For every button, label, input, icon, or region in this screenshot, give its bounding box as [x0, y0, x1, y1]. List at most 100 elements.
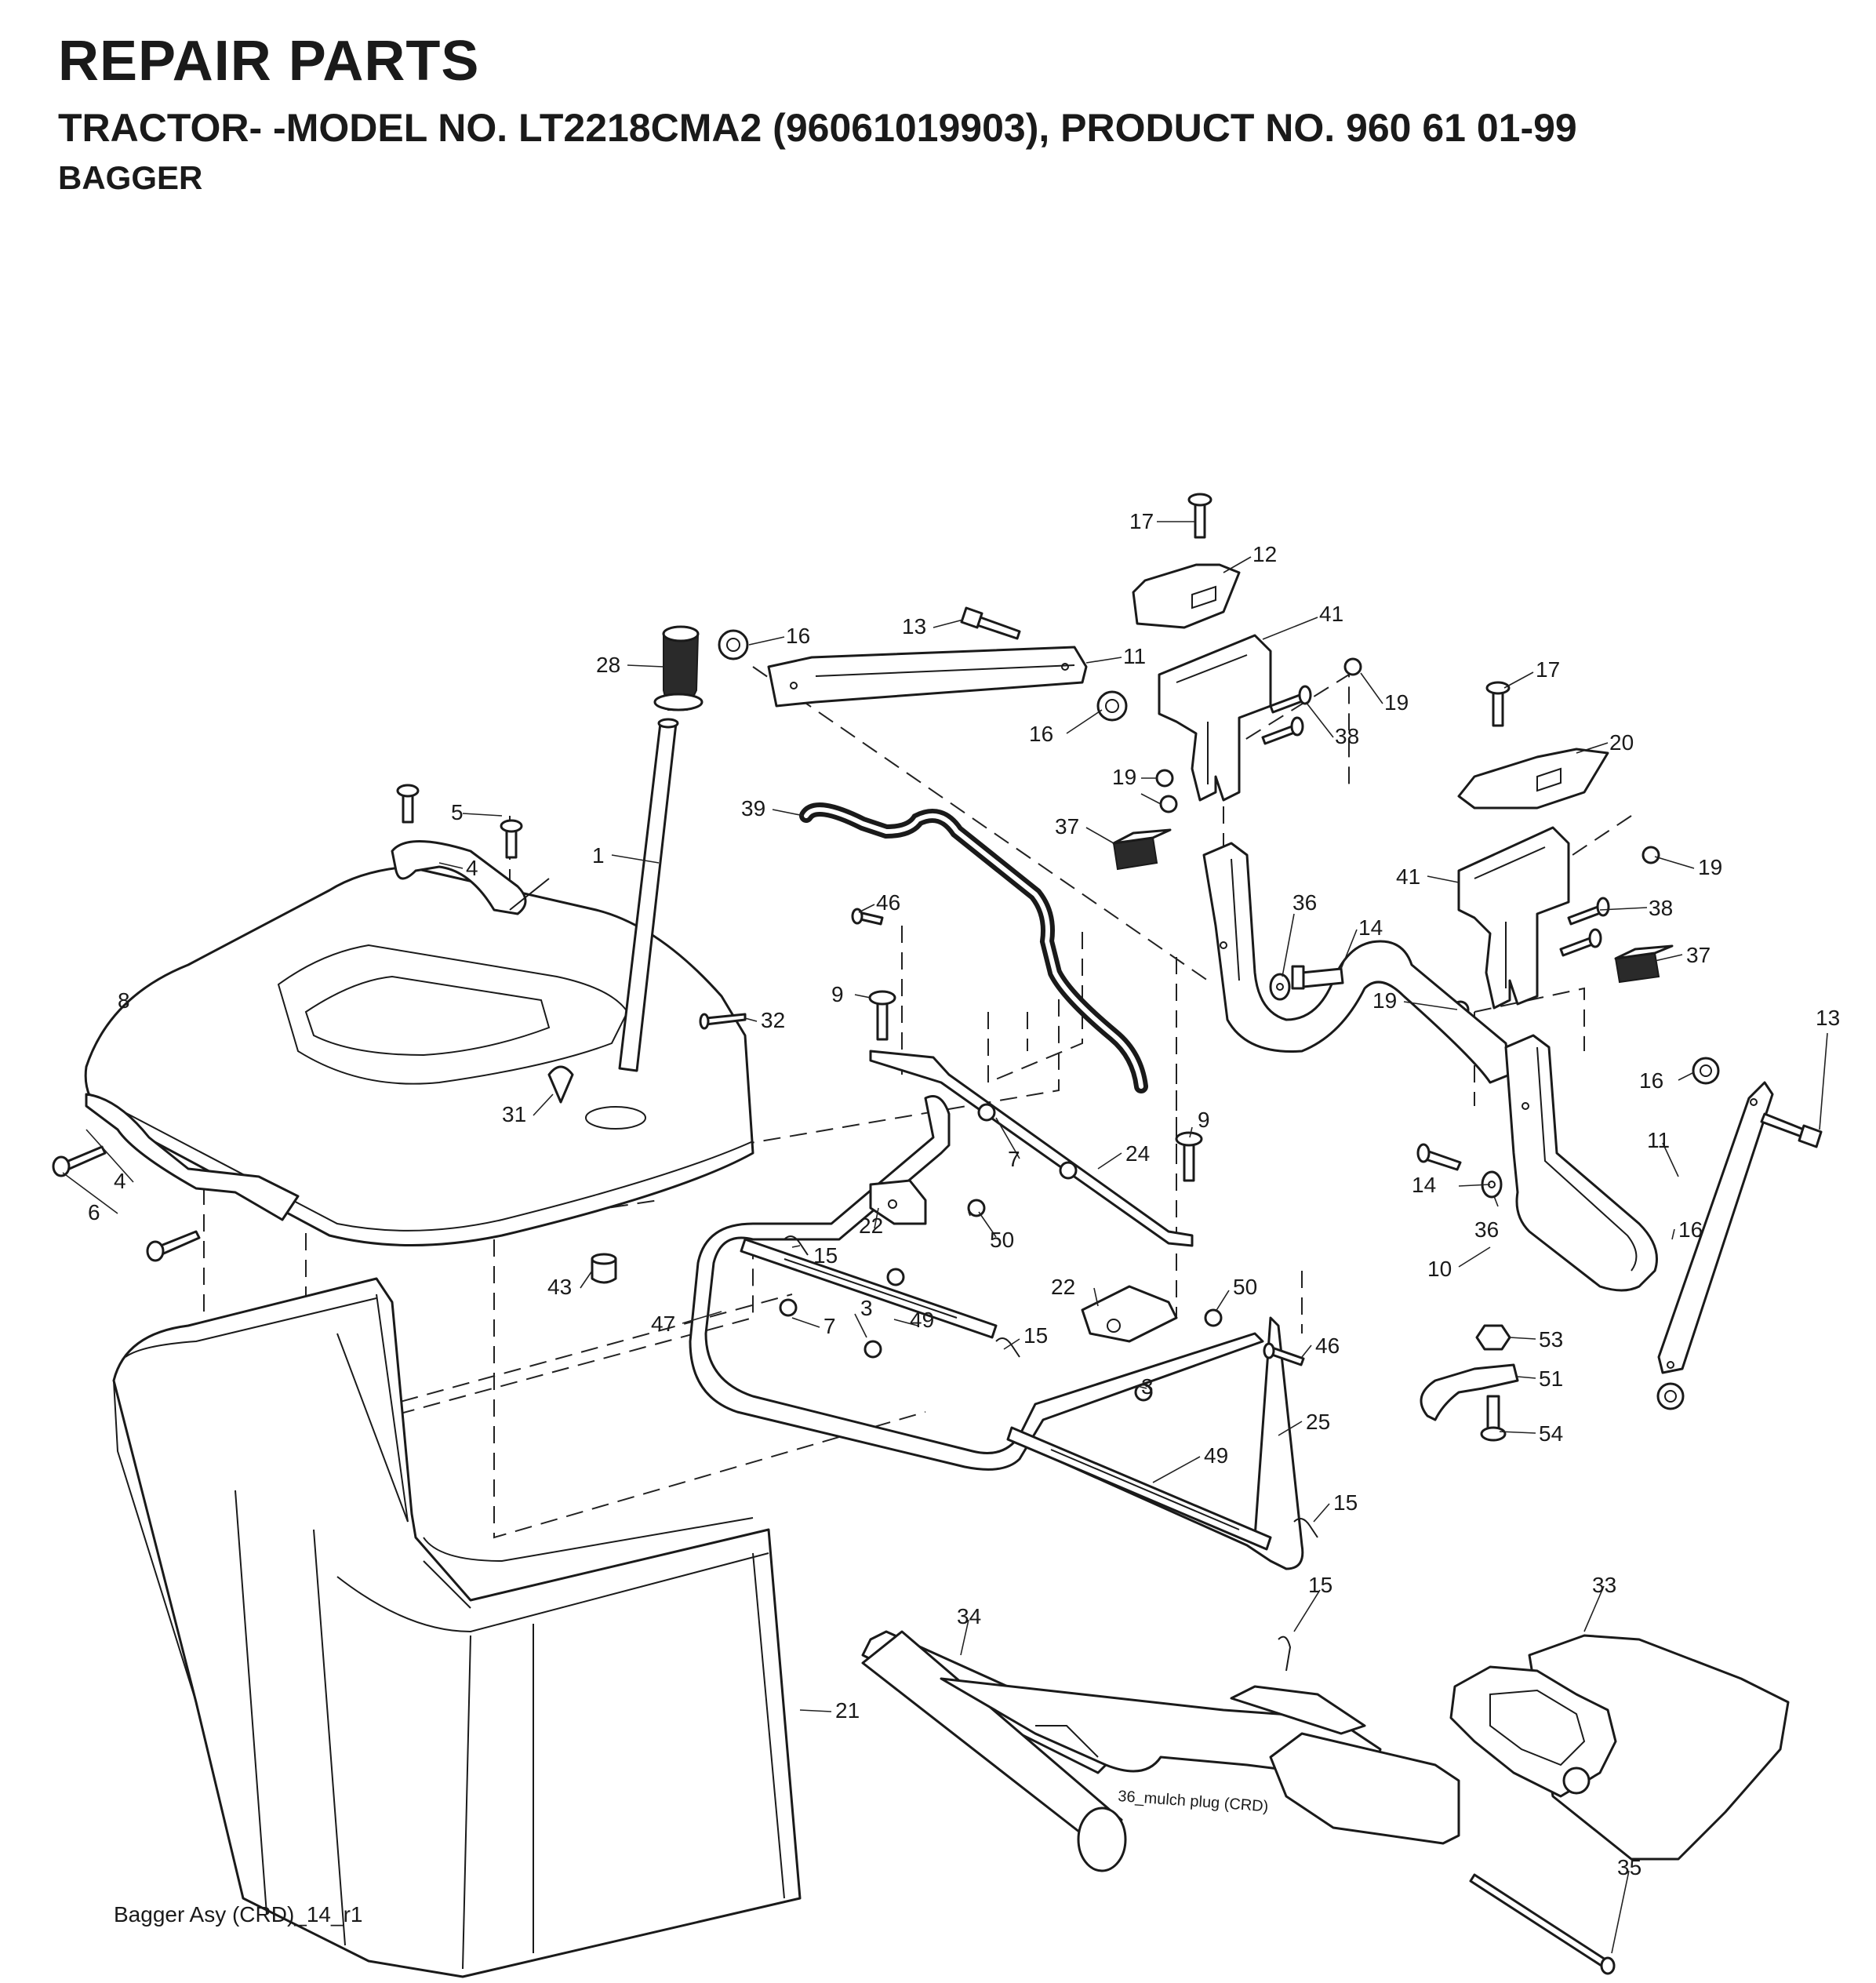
cotter-pin-icon [783, 1235, 809, 1256]
callout-41: 41 [1396, 864, 1420, 889]
nut-icon [977, 1103, 996, 1122]
nut-icon [1642, 846, 1660, 864]
callout-35: 35 [1617, 1855, 1642, 1879]
callout-7: 7 [1008, 1147, 1020, 1171]
hitch-mount-upper [1158, 634, 1272, 802]
callout-17: 17 [1536, 657, 1560, 682]
model-subtitle: TRACTOR- -MODEL NO. LT2218CMA2 (96061019… [58, 106, 1577, 150]
callout-49: 49 [910, 1308, 934, 1332]
rear-frame-tube [1018, 1316, 1304, 1570]
cross-tube-lower [1006, 1426, 1272, 1551]
callout-11: 11 [1123, 644, 1146, 668]
callout-14: 14 [1358, 915, 1383, 940]
callout-9: 9 [831, 982, 844, 1006]
bracket-plate [869, 1179, 927, 1225]
callout-13: 13 [1816, 1006, 1840, 1030]
nut-icon [1059, 1161, 1078, 1180]
cross-tube-upper [740, 1238, 998, 1339]
callout-19: 19 [1698, 855, 1722, 879]
callout-46: 46 [876, 890, 900, 915]
callout-50: 50 [990, 1228, 1014, 1252]
callout-46: 46 [1315, 1334, 1340, 1358]
callout-7: 7 [823, 1314, 836, 1338]
cotter-pin-icon [1278, 1636, 1292, 1672]
mulch-plug-deflector [1449, 1634, 1790, 1861]
callout-17: 17 [1129, 509, 1154, 533]
callout-15: 15 [1308, 1573, 1332, 1597]
callout-51: 51 [1539, 1366, 1563, 1391]
callout-leaders [62, 521, 1828, 1954]
callout-8: 8 [118, 988, 130, 1013]
bolt-icon [1559, 928, 1602, 957]
nut-icon [1656, 1382, 1685, 1410]
screw-icon [52, 1145, 107, 1177]
bracket-plate [1081, 1285, 1178, 1343]
nut-icon [1204, 1308, 1223, 1327]
handle-grip [653, 625, 704, 711]
bolt-icon [1263, 1342, 1305, 1366]
callout-10: 10 [1427, 1257, 1452, 1281]
callout-41: 41 [1319, 602, 1343, 626]
nut-icon [1096, 690, 1128, 722]
bolt-icon [1187, 493, 1212, 539]
hitch-mount-lower [1457, 826, 1570, 1010]
callout-16: 16 [1678, 1217, 1703, 1242]
nut-icon [1475, 1324, 1511, 1351]
nut-icon [1134, 1383, 1153, 1402]
nut-icon [1692, 1057, 1720, 1085]
callout-6: 6 [88, 1200, 100, 1224]
nut-icon [718, 629, 749, 660]
plug-icon [591, 1253, 617, 1284]
callout-4: 4 [466, 856, 478, 880]
washer-icon [1269, 973, 1291, 1001]
page-title: REPAIR PARTS [58, 30, 480, 93]
callout-47: 47 [651, 1312, 675, 1336]
bagger-handle-front [85, 1093, 300, 1221]
screw-icon [500, 819, 523, 859]
callout-37: 37 [1055, 814, 1079, 839]
callout-54: 54 [1539, 1421, 1563, 1446]
callout-15: 15 [1333, 1490, 1358, 1515]
pin-icon [699, 1013, 747, 1030]
end-cap-icon [1112, 828, 1172, 871]
bracket-side [1657, 1081, 1774, 1374]
callout-16: 16 [1029, 722, 1053, 746]
end-cap-icon [1614, 944, 1674, 984]
clip-plate-lower [1457, 748, 1609, 810]
pin-icon [1469, 1873, 1616, 1975]
latch-plate [1420, 1363, 1519, 1421]
bolt-icon [1416, 1143, 1462, 1171]
callout-38: 38 [1649, 896, 1673, 920]
callout-13: 13 [902, 614, 926, 639]
bolt-icon [868, 990, 896, 1041]
callout-20: 20 [1609, 730, 1634, 755]
callout-36: 36 [1292, 890, 1317, 915]
callout-4: 4 [114, 1169, 126, 1193]
bolt-icon [1291, 965, 1344, 990]
callout-25: 25 [1306, 1410, 1330, 1434]
bracket-upper [767, 646, 1088, 708]
nut-icon [1343, 657, 1362, 676]
callout-3: 3 [1141, 1374, 1154, 1399]
callout-49: 49 [1204, 1443, 1228, 1468]
callout-33: 33 [1592, 1573, 1616, 1597]
callout-9: 9 [1198, 1108, 1210, 1132]
bolt-icon [960, 606, 1021, 640]
clip-plate-upper [1132, 563, 1241, 629]
callout-19: 19 [1372, 988, 1397, 1013]
callout-15: 15 [813, 1243, 838, 1268]
callout-3: 3 [860, 1296, 873, 1320]
callout-34: 34 [957, 1604, 981, 1628]
callout-numbers: 17 12 41 13 11 16 16 28 19 38 19 17 20 3… [88, 509, 1840, 1879]
hitch-frame [1202, 842, 1658, 1292]
washer-icon [1481, 1170, 1503, 1199]
bagger-handle-top [391, 840, 550, 915]
diagram-ref: Bagger Asy (CRD)_14_r1 [114, 1902, 362, 1927]
bolt-icon [851, 908, 884, 926]
bolt-icon [1760, 1112, 1823, 1148]
callout-53: 53 [1539, 1327, 1563, 1352]
bolt-icon [1485, 681, 1511, 727]
callout-43: 43 [547, 1275, 572, 1299]
callout-12: 12 [1252, 542, 1277, 566]
